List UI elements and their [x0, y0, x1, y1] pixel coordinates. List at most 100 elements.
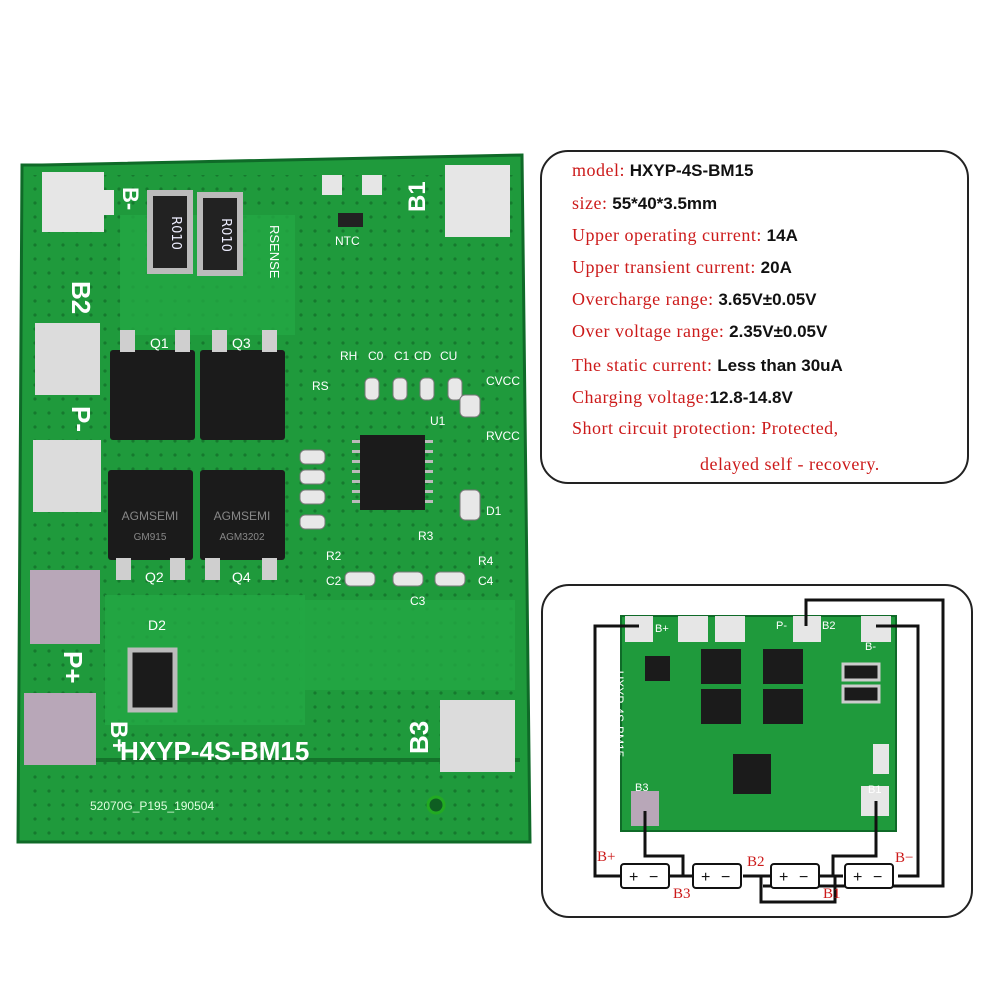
spec-upper-op-value: 14A: [766, 226, 798, 245]
silk-cvcc: CVCC: [486, 374, 520, 388]
silk-q3: Q3: [232, 335, 251, 351]
silk-rs: RS: [312, 379, 329, 393]
spec-short-value: Protected,: [761, 418, 839, 438]
protection-ic: [360, 435, 425, 510]
mosfet-q1: [110, 330, 195, 440]
spec-size-value: 55*40*3.5mm: [612, 194, 718, 213]
silkscreen-serial: 52070G_P195_190504: [90, 799, 214, 813]
spec-charging: Charging voltage:12.8-14.8V: [572, 387, 793, 408]
pad-p-minus: [33, 440, 101, 512]
cell3-minus: −: [799, 869, 808, 886]
wiring-diagram-box: HXYP-4S-BM15 B3 B1 B2 B- P- B+ + −: [541, 584, 973, 918]
pad-b-plus: [24, 693, 96, 765]
spec-overvoltage: Over voltage range: 2.35V±0.05V: [572, 321, 827, 342]
spec-short-cont: delayed self - recovery.: [700, 454, 880, 475]
spec-short-value2: delayed self - recovery.: [700, 454, 880, 474]
mini-pad-b-plus: B+: [655, 623, 669, 635]
silkscreen-title: HXYP-4S-BM15: [120, 736, 309, 766]
mini-pad-b-minus: B-: [865, 641, 876, 653]
silk-c1: C1: [394, 349, 410, 363]
silk-c2: C2: [326, 574, 342, 588]
spec-overvoltage-value: 2.35V±0.05V: [729, 322, 828, 341]
silk-ntc: NTC: [335, 234, 360, 248]
diode-d2: [127, 647, 178, 713]
wire-b-plus: [593, 624, 639, 878]
silk-rsense: RSENSE: [267, 225, 282, 279]
silk-r4: R4: [478, 554, 494, 568]
label-b-minus: B−: [895, 850, 913, 866]
cell2-plus: +: [701, 869, 710, 886]
silk-b-plus: B+: [105, 721, 132, 752]
label-b-plus: B+: [597, 849, 615, 865]
spec-short: Short circuit protection: Protected,: [572, 418, 839, 439]
wiring-diagram: HXYP-4S-BM15 B3 B1 B2 B- P- B+ + −: [593, 598, 945, 904]
spec-charging-value: 12.8-14.8V: [709, 388, 793, 407]
spec-model: model: HXYP-4S-BM15: [572, 160, 754, 181]
cell1-plus: +: [629, 869, 638, 886]
mosfet-q3: [200, 330, 285, 440]
silk-p-minus: P-: [66, 406, 96, 432]
silk-b2: B2: [66, 281, 96, 314]
silk-q4: Q4: [232, 569, 251, 585]
q2-chip-code: GM915: [134, 532, 167, 543]
silk-q2: Q2: [145, 569, 164, 585]
spec-upper-op: Upper operating current: 14A: [572, 225, 798, 246]
spec-upper-tr-label: Upper transient current:: [572, 257, 756, 277]
mini-pad-p-minus: P-: [776, 620, 787, 632]
silk-b3: B3: [404, 721, 434, 754]
cell4-minus: −: [873, 869, 882, 886]
silk-b1: B1: [404, 181, 431, 212]
mini-pad-b2: B2: [822, 620, 835, 632]
label-b1: B1: [823, 886, 841, 902]
mini-pad-b3: B3: [635, 782, 648, 794]
q4-chip-brand: AGMSEMI: [214, 509, 271, 523]
r010-label-a: R010: [168, 216, 183, 250]
silk-cd: CD: [414, 349, 432, 363]
silk-b-minus: B-: [118, 187, 143, 210]
spec-static-label: The static current:: [572, 355, 713, 375]
silk-rh: RH: [340, 349, 357, 363]
spec-upper-op-label: Upper operating current:: [572, 225, 762, 245]
silk-cu: CU: [440, 349, 457, 363]
spec-static-value: Less than 30uA: [717, 356, 843, 375]
spec-size-label: size:: [572, 193, 608, 213]
silk-q1: Q1: [150, 335, 169, 351]
spec-short-label: Short circuit protection:: [572, 418, 757, 438]
silk-c3: C3: [410, 594, 426, 608]
pad-b3: [440, 700, 515, 772]
spec-box: model: HXYP-4S-BM15 size: 55*40*3.5mm Up…: [540, 150, 969, 484]
spec-upper-tr: Upper transient current: 20A: [572, 257, 792, 278]
label-b3: B3: [673, 886, 691, 902]
mosfet-q2: AGMSEMI GM915: [108, 470, 193, 580]
battery-cell: [620, 863, 894, 889]
silk-c4: C4: [478, 574, 494, 588]
resistor-r010: [197, 192, 243, 276]
mini-pcb: [620, 615, 897, 832]
pad-b1: [445, 165, 510, 237]
silk-c0: C0: [368, 349, 384, 363]
spec-model-label: model:: [572, 160, 625, 180]
pad-p-plus: [30, 570, 100, 644]
silk-r2: R2: [326, 549, 342, 563]
silk-p-plus: P+: [58, 651, 88, 684]
mini-pcb-title: HXYP-4S-BM15: [612, 671, 626, 758]
spec-model-value: HXYP-4S-BM15: [629, 161, 754, 180]
mini-pad-b1: B1: [868, 784, 881, 796]
spec-overcharge-value: 3.65V±0.05V: [718, 290, 817, 309]
spec-upper-tr-value: 20A: [760, 258, 792, 277]
silk-d1: D1: [486, 504, 502, 518]
cell1-minus: −: [649, 869, 658, 886]
cell3-plus: +: [779, 869, 788, 886]
mosfet-q4: AGMSEMI AGM3202: [200, 470, 285, 580]
ntc-thermistor: [338, 213, 363, 227]
q4-chip-model: AGM3202: [219, 532, 264, 543]
pad-b-minus: [42, 172, 104, 232]
copper-zone: [300, 600, 515, 690]
spec-static: The static current: Less than 30uA: [572, 355, 843, 376]
spec-overcharge-label: Overcharge range:: [572, 289, 714, 309]
silk-r3: R3: [418, 529, 434, 543]
resistor-r010: [147, 190, 193, 274]
r010-label-b: R010: [218, 218, 233, 252]
cell2-minus: −: [721, 869, 730, 886]
silk-d2: D2: [148, 617, 166, 633]
